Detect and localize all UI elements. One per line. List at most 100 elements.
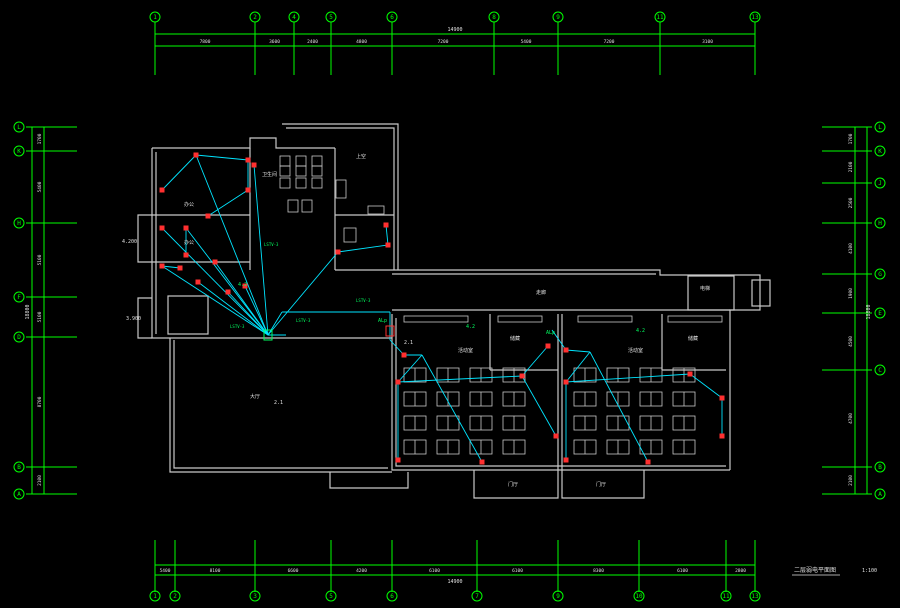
right-axis-bubble [874, 177, 886, 189]
outlet-icon [385, 242, 391, 248]
outlet-icon [545, 343, 551, 349]
tag-cab2: 2.1 [404, 340, 413, 346]
window-strips [403, 315, 723, 323]
right-axis-bubble [874, 307, 886, 319]
wall-hall [169, 338, 392, 473]
outlet-icon [553, 433, 559, 439]
top-dim-text: 7800 [200, 39, 211, 45]
left-axis-bubble [13, 461, 25, 473]
right-dim-total-text: 18800 [866, 304, 872, 319]
top-axis-bubble [325, 11, 337, 23]
outlet-icon [225, 289, 231, 295]
room-label-entry2: 门厅 [596, 481, 606, 488]
top-axis-bubble [249, 11, 261, 23]
top-axis-bubble [288, 11, 300, 23]
right-axis-label: K [878, 148, 882, 155]
room-label-classroom1: 活动室 [458, 347, 473, 354]
tag-cable3: LSTV-3 [296, 318, 311, 323]
bottom-axis-label: 11 [722, 593, 730, 600]
right-axis-label: B [878, 464, 882, 471]
bottom-axis-bubble [249, 590, 261, 602]
top-dim-text: 7200 [438, 39, 449, 45]
left-axis-bubble [13, 145, 25, 157]
top-axis-bubble [749, 11, 761, 23]
top-dim-total-text: 14900 [447, 27, 462, 33]
right-dim-text: 1700 [848, 133, 854, 144]
top-axis-label: 6 [390, 14, 394, 21]
outlet-icon [251, 162, 257, 168]
bottom-axis-label: 1 [153, 593, 157, 600]
tag-pt4: ALp [378, 318, 387, 324]
stair-west [167, 295, 209, 335]
right-dim-text: 2500 [848, 197, 854, 208]
left-axis-label: L [17, 124, 21, 131]
bottom-axis-bubble [633, 590, 645, 602]
left-dim-text: 5100 [37, 311, 43, 322]
bottom-dim-text: 2800 [735, 568, 746, 574]
wall-classrooms-inner [395, 318, 726, 467]
right-axis-bubble [874, 488, 886, 500]
room-label-office1: 办公 [184, 201, 194, 208]
bottom-dimension-group [155, 564, 755, 576]
bottom-axis-label: 10 [635, 593, 643, 600]
outlet-icon [177, 265, 183, 271]
bottom-dim-text: 6100 [677, 568, 688, 574]
bottom-axis-bubble [749, 590, 761, 602]
left-dim-text: 1700 [37, 133, 43, 144]
tag-pt2: 4.2 [466, 324, 475, 330]
bottom-axis-label: 2 [173, 593, 177, 600]
top-axis-label: 4 [292, 14, 296, 21]
tag-pt1: 4.2 [238, 282, 247, 288]
outlet-icon [645, 459, 651, 465]
bottom-axis-bubble [169, 590, 181, 602]
tag-left-elev2: 3.900 [126, 316, 141, 322]
outlet-icon [212, 259, 218, 265]
bottom-dim-text: 4200 [356, 568, 367, 574]
left-dim-total-text: 18800 [25, 304, 31, 319]
bottom-axis-label: 9 [556, 593, 560, 600]
tag-left-elev: 4.200 [122, 239, 137, 245]
left-dim-text: 8700 [37, 396, 43, 407]
cable-runs [161, 154, 723, 463]
top-axis-label: 13 [751, 14, 759, 21]
right-dim-text: 1900 [848, 288, 854, 299]
tag-cable2: LSTV-3 [356, 298, 371, 303]
outlet-icon [395, 457, 401, 463]
outlet-icon [401, 352, 407, 358]
room-label-classroom2: 活动室 [628, 347, 643, 354]
left-axis-bubble [13, 488, 25, 500]
bottom-dim-total-text: 14900 [447, 579, 462, 585]
bottom-axis-label: 13 [751, 593, 759, 600]
right-axis-label: L [878, 124, 882, 131]
bottom-dim-text: 6100 [429, 568, 440, 574]
bottom-axis-label: 3 [253, 593, 257, 600]
bottom-axis-label: 6 [390, 593, 394, 600]
room-label-void: 上空 [356, 153, 366, 160]
labels-group: 卫生间 办公 办公 走廊 大厅 活动室 活动室 储藏 储藏 电梯 门厅 门厅 上… [122, 153, 710, 488]
bottom-dim-text: 8300 [593, 568, 604, 574]
top-dim-text: 2400 [307, 39, 318, 45]
tag-cable1: LSTV-3 [264, 242, 279, 247]
wall-hall-inner [173, 340, 388, 469]
tag-cab1: 2.1 [274, 400, 283, 406]
bottom-axis-bubble [386, 590, 398, 602]
right-axis-label: C [878, 367, 882, 374]
right-axis-bubble [874, 268, 886, 280]
room-label-wc: 卫生间 [262, 171, 277, 178]
top-axis-bubble [149, 11, 161, 23]
right-axis-bubble [874, 364, 886, 376]
bottom-axis-bubble [325, 590, 337, 602]
right-dimension-group [854, 127, 868, 494]
top-axis-bubble [488, 11, 500, 23]
bottom-axis-bubble [471, 590, 483, 602]
outlet-icon [563, 457, 569, 463]
right-axis-label: G [878, 271, 882, 278]
right-axis-bubble [874, 121, 886, 133]
room-label-corridor: 走廊 [536, 289, 546, 296]
top-axis-bubble [552, 11, 564, 23]
